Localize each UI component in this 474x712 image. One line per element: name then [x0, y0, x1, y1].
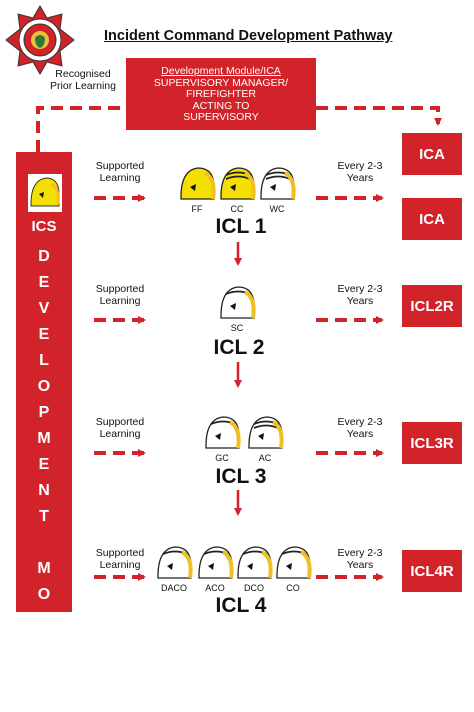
sidebar-letter: U [38, 638, 50, 655]
icl4r-box: ICL4R [402, 550, 462, 592]
every-2-3-years-label: Every 2-3 Years [337, 547, 383, 571]
sidebar-letter: D [38, 248, 50, 265]
sidebar-letter: P [38, 404, 50, 421]
connector-layer [36, 106, 442, 581]
sidebar-letter: E [38, 456, 50, 473]
sidebar-letter: V [38, 300, 50, 317]
sidebar-letter: O [37, 586, 51, 603]
development-module-heading: Development Module/ICA [161, 65, 281, 77]
development-box-line: SUPERVISORY [183, 111, 259, 123]
icl3r-box: ICL3R [402, 422, 462, 464]
helmet-rank-label: SC [230, 323, 244, 333]
every-2-3-years-label: Every 2-3 Years [337, 160, 383, 184]
sidebar-letter: L [39, 352, 49, 369]
helmet-rank-label: CO [286, 583, 300, 593]
sidebar-letter: E [38, 274, 50, 291]
sidebar-letter: T [39, 508, 49, 525]
co-helmet-icon [276, 546, 312, 579]
dco-helmet-icon [237, 546, 273, 579]
supported-learning-label: Supported Learning [95, 416, 145, 440]
aco-helmet-icon [198, 546, 234, 579]
helmet-rank-label: ACO [205, 583, 225, 593]
crew-commander-helmet-icon [220, 167, 256, 200]
sidebar-letter: M [37, 430, 51, 447]
ica-box-top: ICA [402, 133, 462, 175]
group-commander-helmet-icon [205, 416, 241, 449]
sidebar-letter: E [38, 690, 50, 707]
development-box-line: SUPERVISORY MANAGER/ [153, 76, 289, 89]
helmet-rank-label: CC [230, 204, 244, 214]
sidebar-letter: O [37, 378, 51, 395]
sidebar-letter: M [37, 560, 51, 577]
development-box-line: ACTING TO [192, 99, 250, 112]
ics-label: ICS [31, 218, 57, 235]
development-module-sidebar: ICS D E V E L O P M E N T M O D U L E [16, 152, 72, 707]
ica-box: ICA [402, 198, 462, 240]
sidebar-letter: N [38, 482, 50, 499]
ics-helmet-icon [28, 174, 62, 212]
sidebar-letter: D [38, 612, 50, 629]
supported-learning-label: Supported Learning [95, 283, 145, 307]
dev-to-ica-dashed-line [316, 106, 442, 126]
icl-level-label: ICL 1 [215, 215, 267, 238]
fire-service-crest-logo [5, 5, 75, 75]
recognised-prior-learning-label: Recognised Prior Learning [50, 68, 116, 92]
helmet-rank-label: FF [191, 204, 203, 214]
icl-level-label: ICL 2 [213, 336, 265, 359]
daco-helmet-icon [157, 546, 193, 579]
firefighter-helmet-icon [180, 167, 216, 200]
sidebar-letter: E [38, 326, 50, 343]
helmet-rank-label: DCO [244, 583, 264, 593]
sidebar-vertical-text: D E V E L O P M E N T M O D U L E [16, 244, 72, 712]
icl2r-box: ICL2R [402, 285, 462, 327]
helmet-rank-label: DACO [160, 583, 188, 593]
icl-level-label: ICL 3 [215, 465, 267, 488]
helmet-rank-label: AC [258, 453, 272, 463]
every-2-3-years-label: Every 2-3 Years [337, 416, 383, 440]
icl-level-label: ICL 4 [215, 594, 267, 617]
helmet-rank-label: WC [269, 204, 285, 214]
supported-learning-label: Supported Learning [95, 160, 145, 184]
area-commander-helmet-icon [248, 416, 284, 449]
development-box-line: FIREFIGHTER [186, 88, 256, 100]
helmet-rank-label: GC [215, 453, 229, 463]
every-2-3-years-label: Every 2-3 Years [337, 283, 383, 307]
sidebar-letter: L [39, 664, 49, 681]
station-commander-helmet-icon [220, 286, 256, 319]
supported-learning-label: Supported Learning [95, 547, 145, 571]
page-title: Incident Command Development Pathway [104, 28, 393, 44]
prior-learning-dashed-line [36, 106, 126, 152]
watch-commander-helmet-icon [260, 167, 296, 200]
development-module-box: Development Module/ICA SUPERVISORY MANAG… [126, 58, 316, 130]
